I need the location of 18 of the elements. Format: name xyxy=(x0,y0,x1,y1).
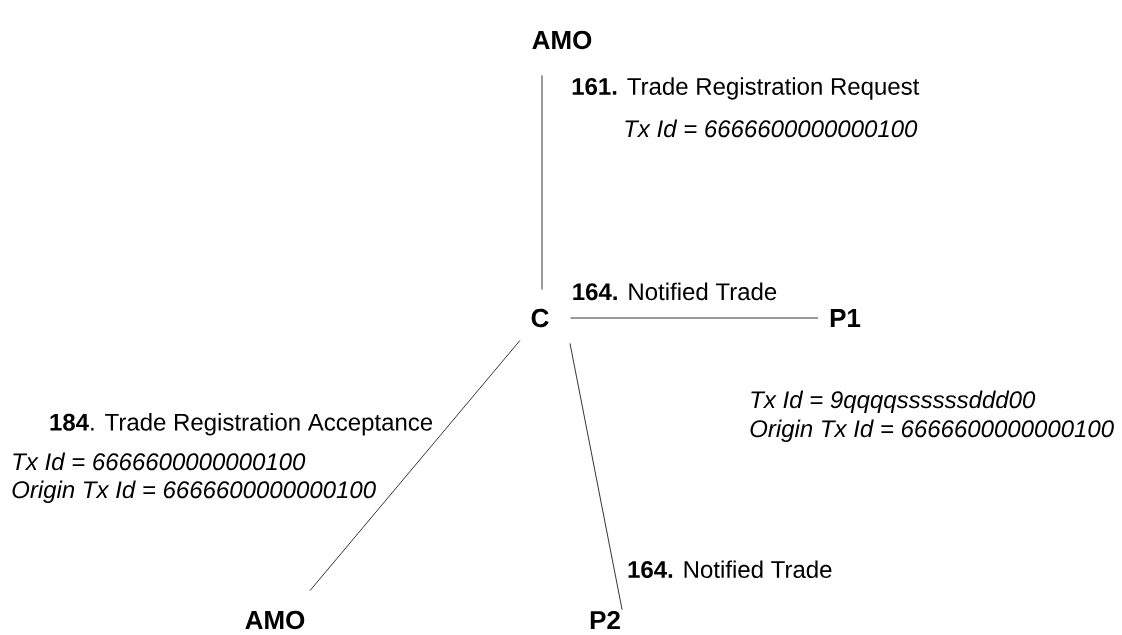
edge-label: 164. Notified Trade xyxy=(573,282,777,301)
id-label: Origin Tx Id = 6666600000000100 xyxy=(748,418,1116,443)
connector-line xyxy=(570,317,819,319)
node-label: AMO xyxy=(532,30,592,50)
node-label: AMO xyxy=(245,610,305,630)
id-label: Tx Id = 6666600000000100 xyxy=(10,451,307,472)
connector-line xyxy=(309,340,521,591)
node-label: C xyxy=(531,308,549,328)
id-label: Tx Id = 6666600000000100 xyxy=(622,118,919,139)
connector-line xyxy=(541,75,543,290)
edge-label: 161. Trade Registration Request xyxy=(572,77,920,100)
edge-label: 184. Trade Registration Acceptance xyxy=(50,413,433,436)
id-label: Origin Tx Id = 6666600000000100 xyxy=(10,479,378,504)
node-label: P1 xyxy=(830,309,861,327)
node-label: P2 xyxy=(590,610,620,630)
connector-line xyxy=(569,343,623,611)
edge-label: 164. Notified Trade xyxy=(628,560,832,578)
id-label: Tx Id = 9qqqqssssssddd00 xyxy=(748,389,1037,414)
